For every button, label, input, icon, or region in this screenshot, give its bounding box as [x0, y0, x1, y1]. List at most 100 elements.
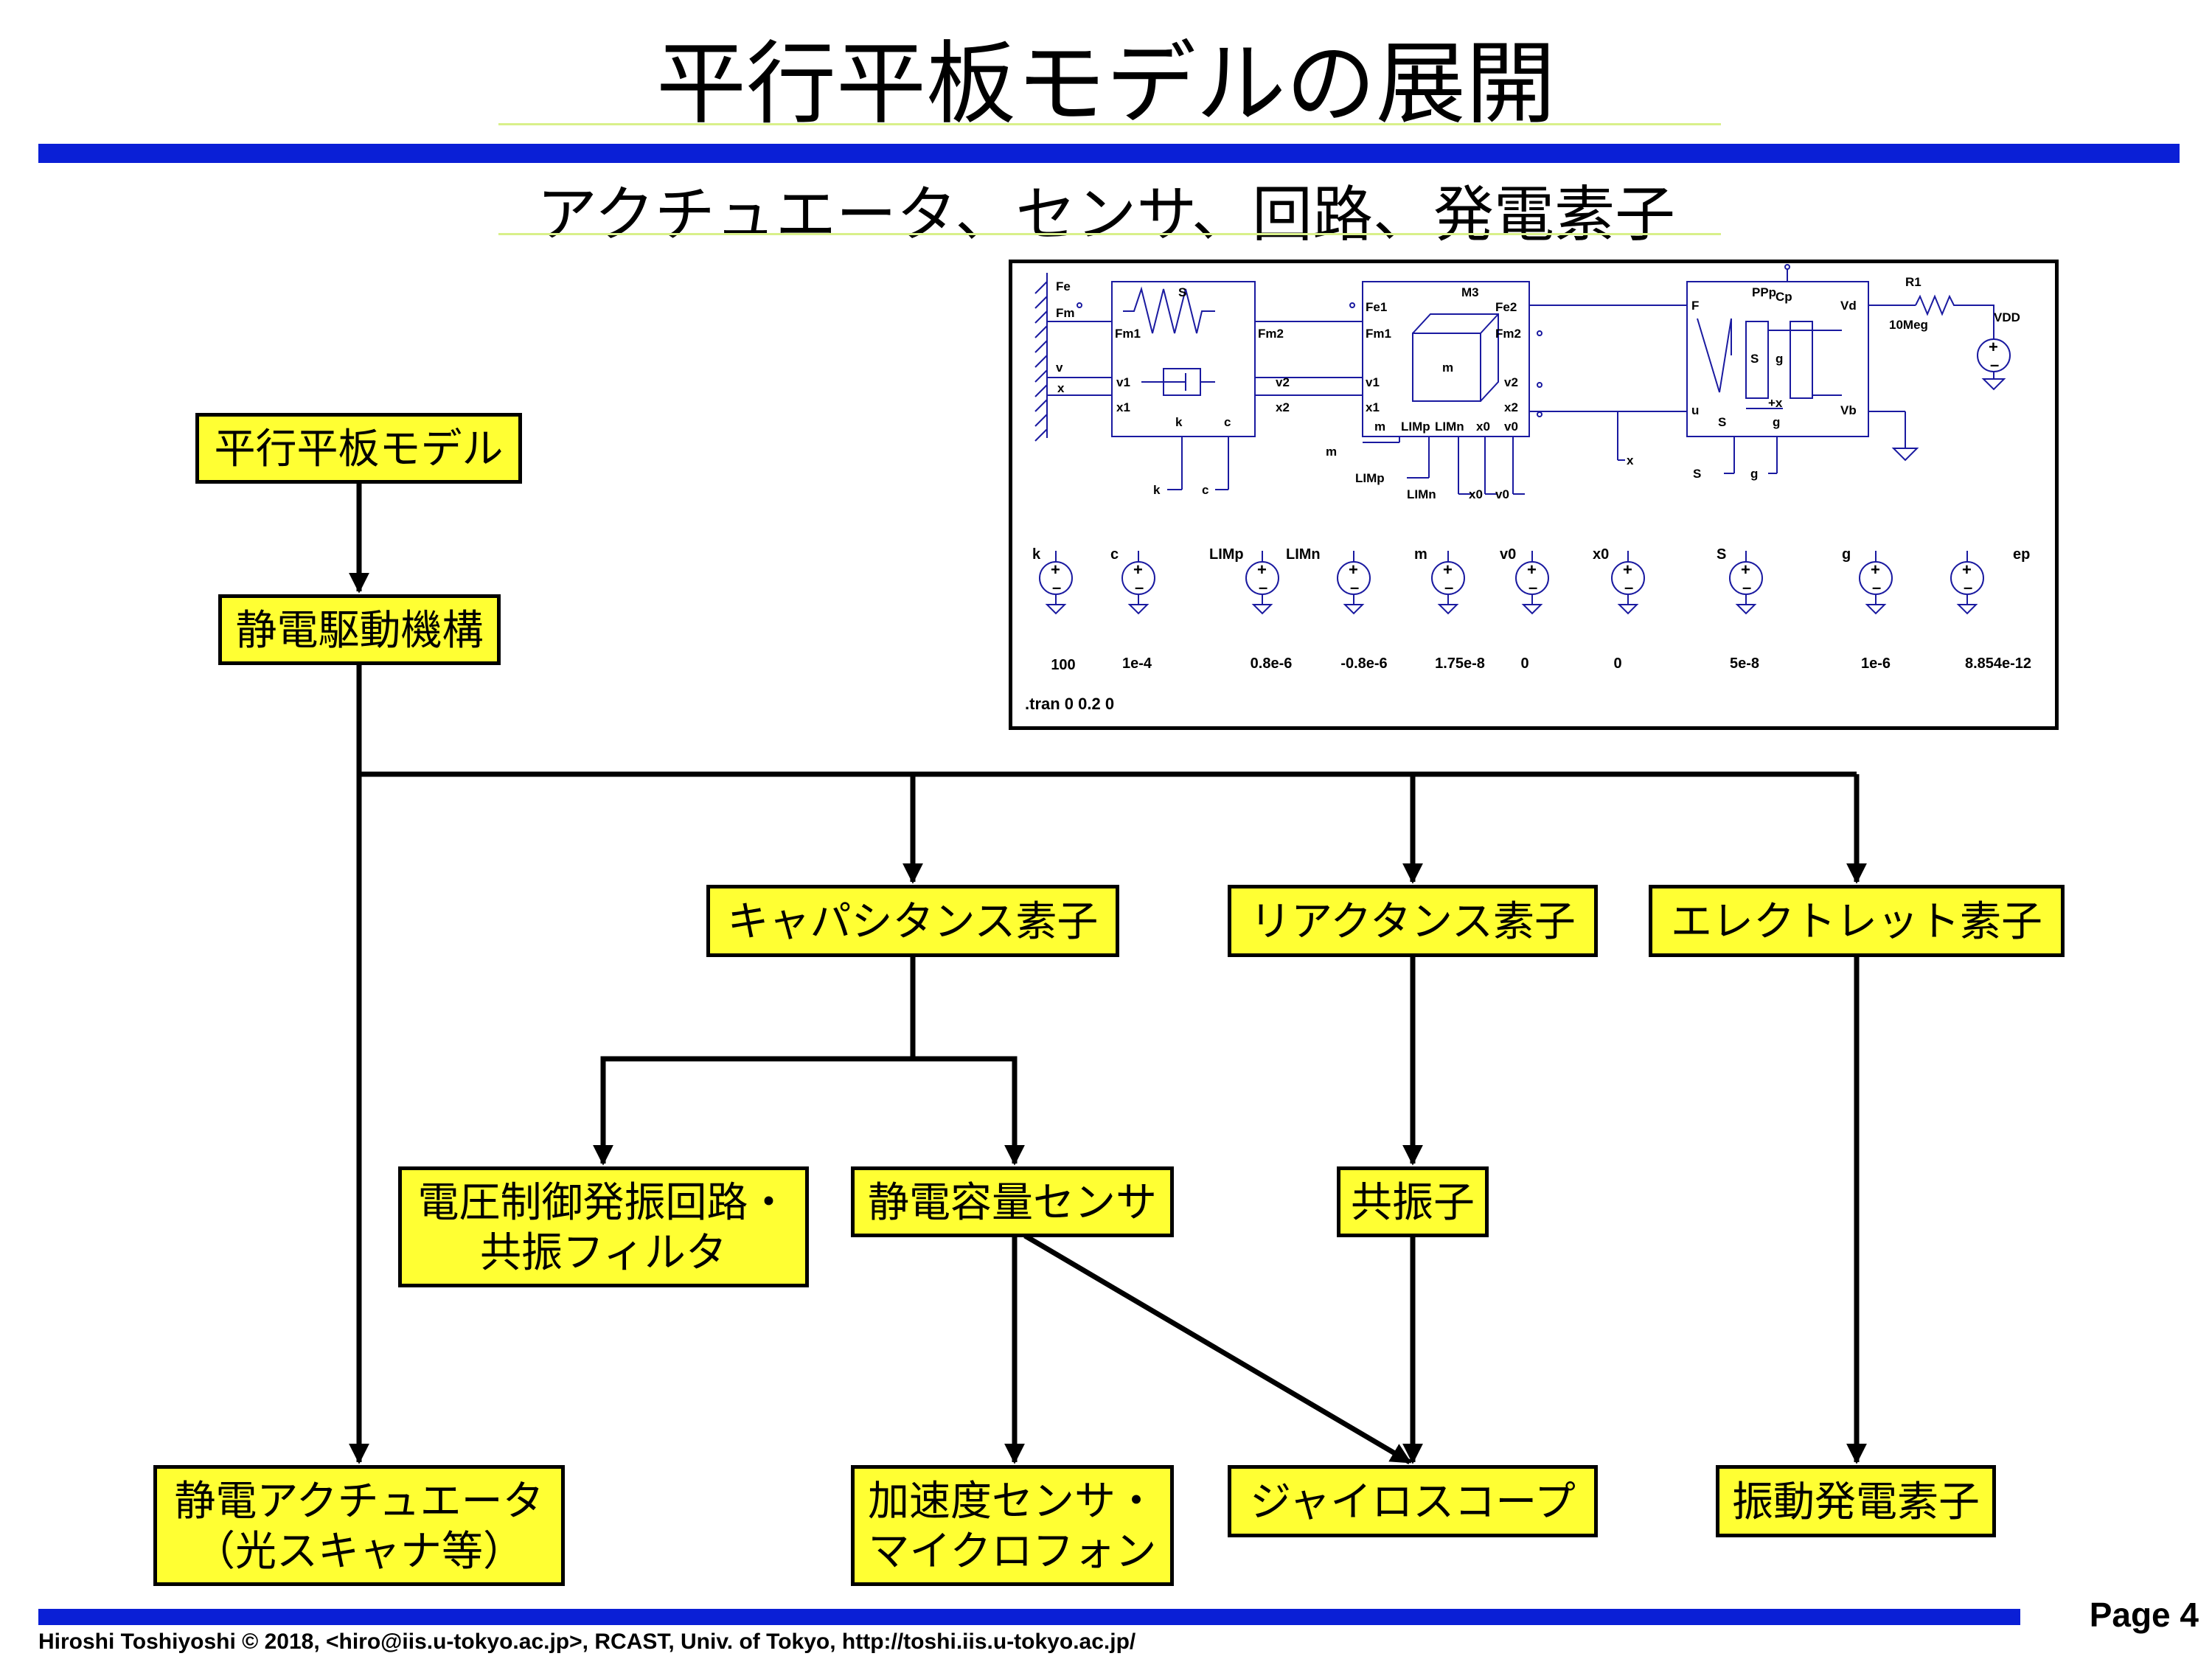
footer-credit: Hiroshi Toshiyoshi © 2018, <hiro@iis.u-t…: [38, 1630, 1136, 1654]
header-bar: [38, 144, 2180, 163]
mass-x0-label: x0: [1476, 420, 1490, 434]
ppp-vd-label: Vd: [1840, 299, 1857, 313]
source-name-limn: LIMn: [1286, 546, 1321, 563]
vdd-label: VDD: [1994, 310, 2020, 324]
wall-v-label: v: [1056, 361, 1063, 375]
svg-text:–: –: [1872, 578, 1881, 597]
svg-text:+: +: [1989, 338, 1998, 356]
spring-x2-label: x2: [1276, 400, 1290, 414]
spring-symbol: [1123, 286, 1215, 334]
svg-text:+: +: [1623, 560, 1632, 579]
svg-text:–: –: [1259, 578, 1267, 597]
page-number: Page 4: [2089, 1596, 2199, 1634]
spring-v2-label: v2: [1276, 375, 1290, 389]
spring-c-label: c: [1224, 415, 1231, 429]
svg-text:+: +: [1962, 560, 1972, 579]
parallel-plate-model-box: 平行平板モデル: [195, 413, 522, 484]
mass-fe2-label: Fe2: [1495, 300, 1517, 314]
source-name-k: k: [1032, 546, 1041, 563]
ext-g-label: g: [1750, 467, 1758, 481]
footer-bar: [38, 1609, 2020, 1625]
mass-fe1-label: Fe1: [1366, 300, 1387, 314]
mass-x2-label: x2: [1504, 400, 1518, 414]
svg-text:+: +: [1051, 560, 1060, 579]
svg-text:–: –: [1964, 578, 1972, 597]
vco-filter-box: 電圧制御発振回路・ 共振フィルタ: [398, 1166, 809, 1287]
mass-block: [1362, 281, 1530, 437]
resistor-symbol: [1915, 294, 1994, 339]
ppp-block-name: PPp: [1752, 285, 1776, 299]
ppp-s-label: S: [1718, 415, 1726, 429]
electrostatic-actuator-box: 静電アクチュエータ （光スキャナ等）: [153, 1465, 565, 1586]
capacitance-element-box: キャパシタンス素子: [706, 885, 1119, 957]
resonator-box: 共振子: [1337, 1166, 1489, 1237]
ext-k-label: k: [1153, 483, 1161, 497]
source-symbols: [1039, 551, 1984, 615]
spring-x1-label: x1: [1116, 400, 1130, 414]
electret-element-box: エレクトレット素子: [1649, 885, 2065, 957]
svg-text:–: –: [1624, 578, 1633, 597]
ppp-inner-s-label: S: [1750, 352, 1759, 366]
svg-text:–: –: [1528, 578, 1537, 597]
ppp-g-label: g: [1773, 415, 1780, 429]
mass-limp-label: LIMp: [1401, 420, 1430, 434]
spring-k-label: k: [1175, 415, 1183, 429]
svg-text:+: +: [1741, 560, 1750, 579]
source-name-limp: LIMp: [1209, 546, 1244, 563]
ext-v0-label: v0: [1495, 487, 1509, 501]
ground-symbol: [1891, 448, 1919, 462]
ppp-f-label: F: [1691, 299, 1699, 313]
svg-text:–: –: [1990, 355, 1999, 374]
source-value-v0: 0: [1520, 655, 1528, 672]
ppp-plus-x-label: +x: [1768, 396, 1783, 410]
capacitive-sensor-box: 静電容量センサ: [851, 1166, 1174, 1237]
ppp-cp-label: Cp: [1775, 290, 1792, 304]
mass-block-name: M3: [1461, 285, 1479, 299]
spice-directive: .tran 0 0.2 0: [1025, 695, 1114, 713]
ext-limn-label: LIMn: [1407, 487, 1436, 501]
svg-text:+: +: [1349, 560, 1358, 579]
svg-text:+: +: [1133, 560, 1143, 579]
ppp-vb-label: Vb: [1840, 403, 1857, 417]
svg-text:–: –: [1444, 578, 1453, 597]
mass-x1-label: x1: [1366, 400, 1380, 414]
gyroscope-box: ジャイロスコープ: [1228, 1465, 1598, 1537]
svg-text:–: –: [1135, 578, 1144, 597]
page-title: 平行平板モデルの展開: [656, 32, 1556, 136]
mass-fm1-label: Fm1: [1366, 327, 1391, 341]
ppp-u-label: u: [1691, 403, 1699, 417]
source-value-s: 5e-8: [1730, 655, 1759, 672]
source-name-v0: v0: [1500, 546, 1516, 563]
source-value-limn: -0.8e-6: [1340, 655, 1387, 672]
source-name-m: m: [1414, 546, 1427, 563]
source-name-s: S: [1717, 546, 1726, 563]
svg-text:+: +: [1527, 560, 1537, 579]
spring-v1-label: v1: [1116, 375, 1130, 389]
source-value-g: 1e-6: [1861, 655, 1891, 672]
wall-fm-label: Fm: [1056, 306, 1075, 320]
svg-text:–: –: [1742, 578, 1751, 597]
resistor-name: R1: [1905, 275, 1921, 289]
title-underline: [498, 123, 1721, 125]
source-name-c: c: [1110, 546, 1119, 563]
mass-fm2-label: Fm2: [1495, 327, 1521, 341]
electrostatic-mechanism-box: 静電駆動機構: [218, 594, 501, 665]
ext-s-label: S: [1693, 467, 1701, 481]
ext-m-label: m: [1326, 445, 1337, 459]
circuit-schematic: +– +– +– +– +– +– +– +– +– +– +– Fe Fm v…: [1009, 260, 2059, 730]
source-value-x0: 0: [1613, 655, 1621, 672]
mass-v1-label: v1: [1366, 375, 1380, 389]
capacitance-split: [593, 957, 916, 1166]
svg-text:+: +: [1257, 560, 1267, 579]
source-value-c: 1e-4: [1122, 655, 1152, 672]
page-subtitle: アクチュエータ、センサ、回路、発電素子: [536, 180, 1676, 250]
svg-text:+: +: [1871, 560, 1880, 579]
ext-limp-label: LIMp: [1355, 471, 1385, 485]
mass-v0-label: v0: [1504, 420, 1518, 434]
source-name-ep: ep: [2013, 546, 2030, 563]
wall-x-label: x: [1057, 381, 1065, 395]
mass-inner-label: m: [1442, 361, 1453, 375]
source-value-limp: 0.8e-6: [1251, 655, 1293, 672]
resistor-value: 10Meg: [1889, 318, 1928, 332]
